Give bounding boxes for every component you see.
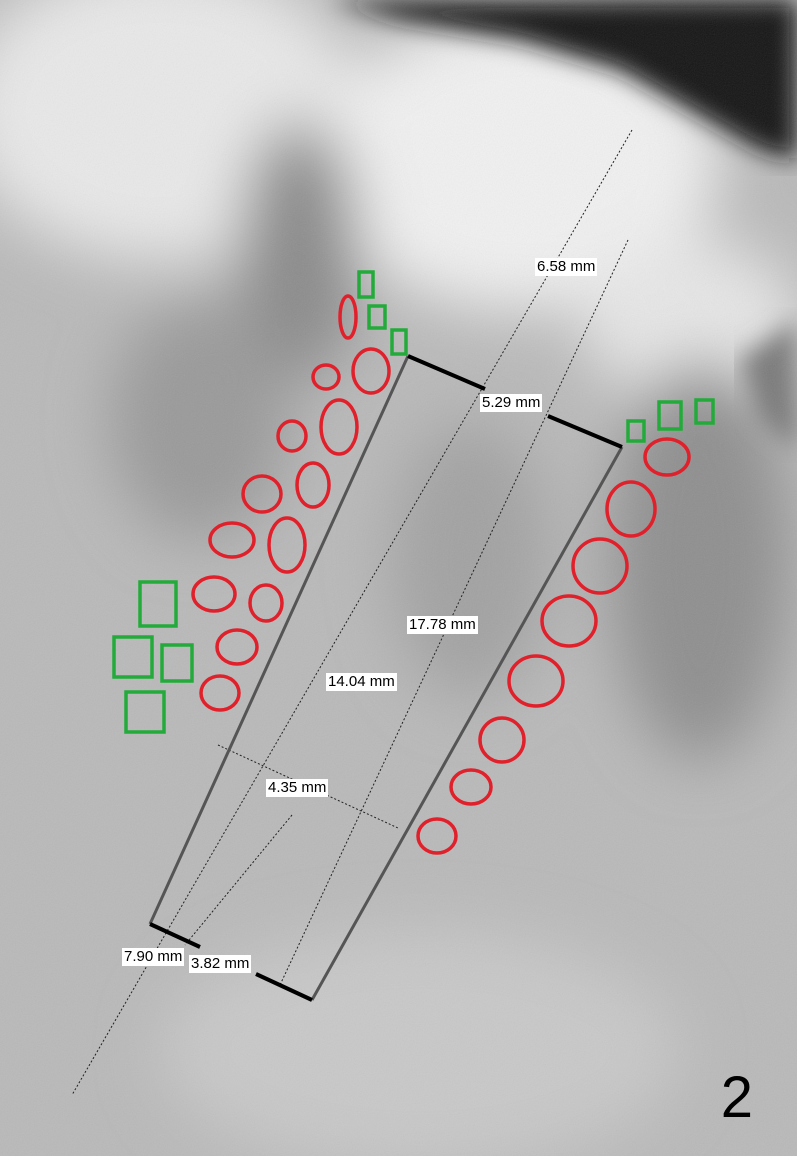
green-box (367, 304, 387, 330)
red-ring (199, 674, 241, 712)
red-ring (241, 474, 283, 514)
red-ring (416, 817, 458, 855)
implant-outline (148, 354, 624, 1002)
green-box (124, 690, 166, 734)
green-box (694, 398, 715, 425)
measure-label-5-29: 5.29 mm (480, 394, 543, 412)
red-ring (215, 628, 259, 666)
red-ring (449, 768, 493, 806)
red-ring (351, 347, 391, 395)
red-ring (540, 594, 598, 648)
green-box (357, 270, 375, 299)
red-ring (295, 461, 331, 509)
green-box (657, 400, 683, 431)
green-box (626, 419, 646, 443)
red-ring-markers (191, 294, 691, 855)
red-ring (191, 575, 237, 613)
figure-number: 2 (720, 1065, 753, 1130)
red-ring (571, 537, 629, 595)
red-ring (338, 294, 358, 340)
measure-label-7-90: 7.90 mm (122, 948, 185, 966)
measure-label-4-35: 4.35 mm (266, 779, 329, 797)
measure-label-14-04: 14.04 mm (326, 673, 397, 691)
green-box (160, 643, 194, 683)
red-ring (208, 521, 256, 559)
green-box (138, 580, 178, 628)
dotted-measure-lines (71, 129, 633, 1096)
red-ring (267, 516, 307, 574)
green-box (112, 635, 154, 679)
measure-label-3-82: 3.82 mm (189, 955, 252, 973)
green-box (390, 328, 408, 356)
measure-label-6-58: 6.58 mm (535, 258, 598, 276)
red-ring (643, 437, 691, 477)
red-ring (319, 398, 359, 456)
red-ring (478, 716, 526, 764)
red-ring (605, 480, 657, 538)
red-ring (276, 419, 308, 453)
green-box-markers (112, 270, 715, 734)
red-ring (507, 654, 565, 708)
red-ring (248, 583, 284, 623)
red-ring (311, 363, 341, 391)
measure-label-17-78: 17.78 mm (407, 616, 478, 634)
